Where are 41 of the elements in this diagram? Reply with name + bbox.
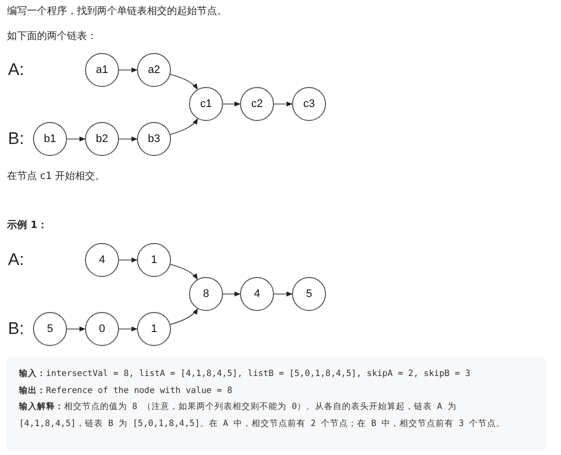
example-text: 输出：Reference of the node with value = 8 [19, 384, 234, 398]
section-heading: 示例 1： [7, 219, 48, 233]
list-node-circle: a1 [85, 53, 119, 87]
example-text: 输入：intersectVal = 8, listA = [4,1,8,4,5], listB = [5,0,1,8,4,5], skipA = 2, skipB = 3 [19, 368, 472, 381]
list-node-circle: 4 [240, 277, 274, 311]
list-label: B: [8, 129, 24, 149]
list-node-circle: 0 [85, 312, 119, 346]
arrow [118, 326, 138, 332]
arrow [170, 74, 198, 90]
arrow [222, 292, 240, 296]
list-node-circle: b1 [33, 122, 67, 156]
list-label: B: [8, 319, 24, 339]
arrow [274, 292, 292, 296]
list-label: A: [8, 250, 24, 270]
text-line: 编写一个程序，找到两个单链表相交的起始节点。 [7, 5, 227, 19]
list-node-circle: 1 [137, 312, 171, 346]
arrow [170, 118, 198, 135]
arrow [66, 326, 86, 332]
text-line: 如下面的两个链表： [7, 30, 97, 44]
arrow [118, 258, 138, 262]
arrow [170, 264, 198, 280]
list-node-circle: 8 [189, 277, 223, 311]
list-node-circle: 1 [137, 243, 171, 277]
list-node-circle: c3 [292, 87, 326, 121]
example-text: 输入解释：相交节点的值为 8 （注意，如果两个列表相交则不能为 0）。从各自的表头开始算起，链表 A 为 [4,1,8,4,5]，链表 B 为 [5,0,1,8,4,5]。在 A 中，相交节点前有 2 个节点；在 B 中，相交节点前有 3 个节点。 [19, 400, 506, 430]
list-node-circle: 4 [85, 243, 119, 277]
list-label: A: [8, 60, 24, 80]
list-node-circle: a2 [137, 53, 171, 87]
arrow [118, 136, 138, 142]
list-node-circle: 5 [292, 277, 326, 311]
list-node-circle: 5 [33, 312, 67, 346]
arrow [274, 102, 292, 106]
arrow [66, 136, 86, 142]
arrow [118, 68, 138, 72]
list-node-circle: b3 [137, 122, 171, 156]
text-line: 在节点 c1 开始相交。 [7, 170, 106, 184]
arrow [170, 308, 198, 325]
list-node-circle: c2 [240, 87, 274, 121]
list-node-circle: c1 [189, 87, 223, 121]
list-node-circle: b2 [85, 122, 119, 156]
arrow [222, 102, 240, 106]
